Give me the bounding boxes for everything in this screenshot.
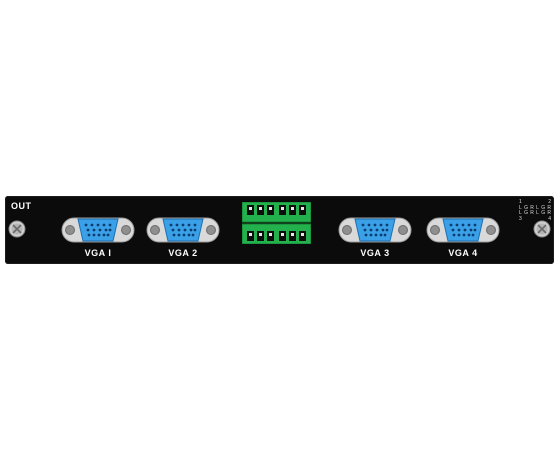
channel-map-legend: 1 2 L G R L G R L G R L G R 3 4 [519, 199, 551, 223]
left-thumbscrew-icon[interactable] [8, 220, 26, 238]
vga-port-3-label: VGA 3 [360, 248, 390, 258]
channel-number: 4 [548, 215, 551, 222]
channel-pin-label: R [547, 204, 551, 211]
channel-map-row-1: L G R L G R [519, 204, 551, 212]
channel-pin-label: L [536, 204, 539, 211]
channel-pin-label: R [530, 204, 534, 211]
channel-number: 3 [519, 215, 522, 222]
channel-map-row-2: L G R L G R [519, 210, 551, 217]
output-card-panel: OUT VGA I VGA 2 [5, 196, 554, 264]
vga-port-2[interactable] [146, 215, 220, 245]
channel-map-bottom-numbers: 3 4 [519, 215, 551, 223]
channel-pin-label: G [541, 204, 546, 211]
vga-port-3[interactable] [338, 215, 412, 245]
channel-pin-label: L [519, 210, 522, 216]
channel-pin-label: G [524, 204, 528, 211]
vga-port-1-label: VGA I [84, 248, 112, 258]
vga-port-1[interactable] [61, 215, 135, 245]
channel-pin-label: G [524, 210, 528, 216]
channel-number: 2 [548, 199, 551, 205]
vga-port-4[interactable] [426, 215, 500, 245]
vga-port-2-label: VGA 2 [168, 248, 198, 258]
panel-title: OUT [11, 201, 32, 211]
channel-pin-label: R [530, 210, 534, 216]
audio-terminal-block[interactable] [242, 202, 311, 244]
channel-map-top-numbers: 1 2 [519, 199, 551, 206]
channel-pin-label: R [547, 210, 551, 216]
right-thumbscrew-icon[interactable] [533, 220, 551, 238]
channel-pin-label: G [541, 210, 546, 216]
channel-pin-label: L [536, 210, 539, 216]
channel-number: 1 [519, 199, 522, 205]
channel-pin-label: L [519, 204, 522, 211]
vga-port-4-label: VGA 4 [448, 248, 478, 258]
